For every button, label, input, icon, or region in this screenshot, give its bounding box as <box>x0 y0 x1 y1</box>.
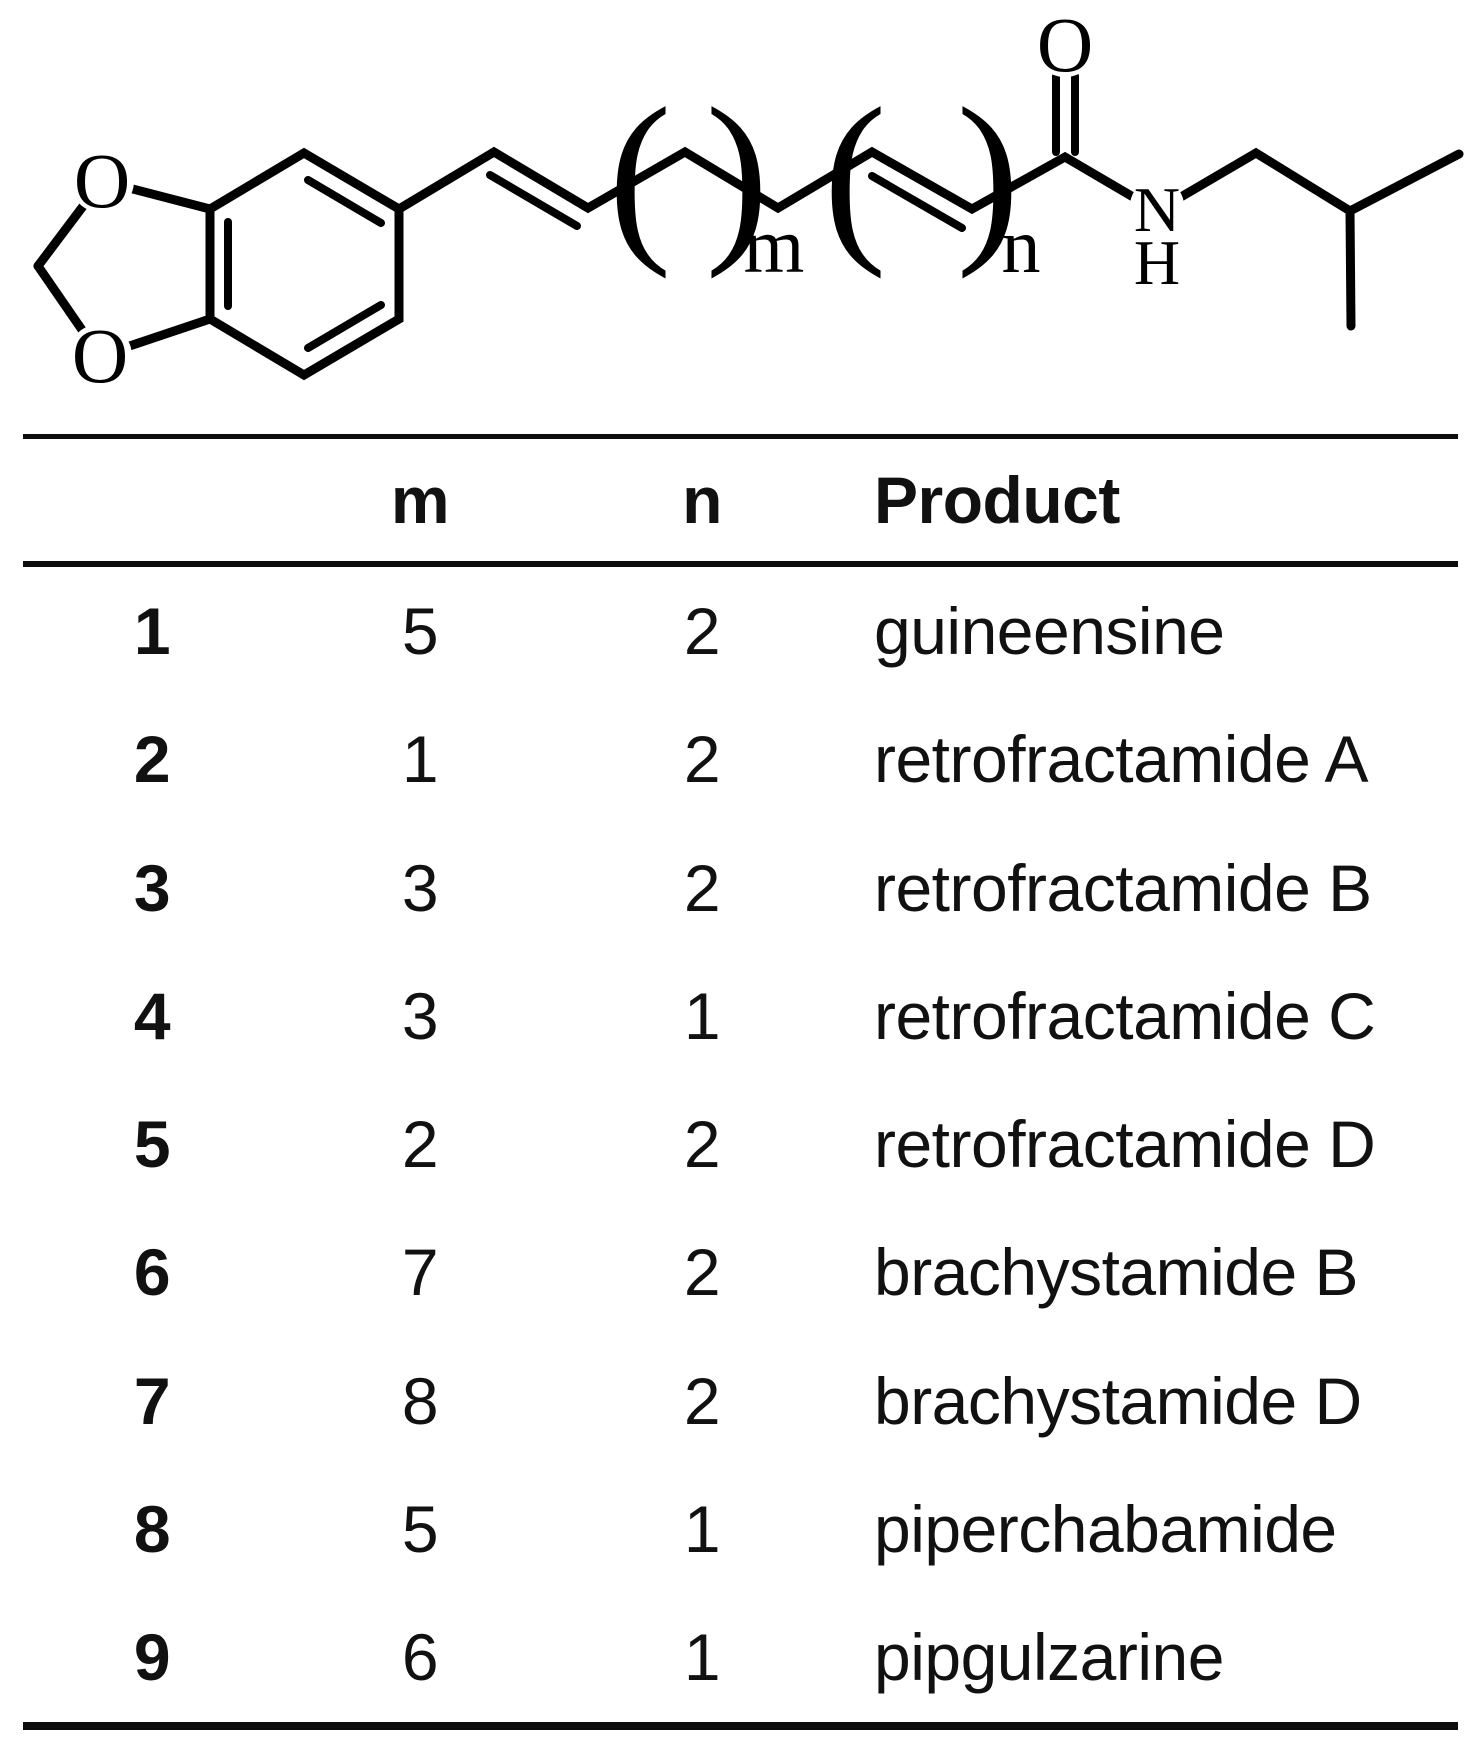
cell-m-value: 3 <box>401 978 439 1053</box>
cell-compound-number: 6 <box>133 1235 171 1310</box>
carbonyl-o-label: O <box>1037 1 1093 88</box>
cell-product-name: retrofractamide C <box>874 978 1376 1053</box>
m-close-paren: ) <box>705 70 768 280</box>
cell-m-value: 2 <box>401 1107 439 1182</box>
cell-product-name: brachystamide B <box>874 1235 1359 1310</box>
m-open-paren: ( <box>608 70 671 280</box>
cell-n-value: 2 <box>683 1235 721 1310</box>
amide-n-label: N <box>1134 174 1180 245</box>
cell-m-value: 5 <box>401 1492 439 1567</box>
cell-compound-number: 8 <box>133 1492 171 1567</box>
amide-h-label: H <box>1134 227 1180 298</box>
table-row: 4 3 1 retrofractamide C <box>0 952 1483 1080</box>
n-close-paren: ) <box>956 70 1019 280</box>
o-top-label: O <box>74 137 130 224</box>
cell-n-value: 2 <box>683 722 721 797</box>
cell-n-value: 2 <box>683 594 721 668</box>
cell-n-value: 1 <box>683 1620 721 1695</box>
cell-m-value: 1 <box>401 722 439 797</box>
cell-product-name: piperchabamide <box>874 1492 1337 1567</box>
n-subscript: n <box>1002 202 1041 289</box>
header-compound <box>92 439 212 561</box>
table-row: 9 6 1 pipgulzarine <box>0 1593 1483 1721</box>
cell-m-value: 7 <box>401 1235 439 1310</box>
table-header-row: m n Product <box>0 439 1483 561</box>
cell-compound-number: 4 <box>133 978 171 1053</box>
table-top-rule <box>23 434 1458 439</box>
cell-m-value: 3 <box>401 850 439 925</box>
cell-compound-number: 9 <box>133 1620 171 1695</box>
benzene-ring <box>205 147 404 381</box>
table-row: 8 5 1 piperchabamide <box>0 1465 1483 1593</box>
cell-m-value: 6 <box>401 1620 439 1695</box>
cell-compound-number: 2 <box>133 722 171 797</box>
carbonyl-double-bond <box>1052 72 1079 156</box>
chain-bonds <box>394 146 1162 232</box>
table-header-rule <box>23 561 1458 567</box>
o-top-mask <box>70 149 134 213</box>
table-bottom-rule <box>23 1722 1458 1730</box>
header-product: Product <box>874 463 1120 537</box>
header-m: m <box>390 463 450 537</box>
header-n: n <box>682 463 722 537</box>
table-row: 3 3 2 retrofractamide B <box>0 824 1483 952</box>
table-row: 2 1 2 retrofractamide A <box>0 695 1483 823</box>
cell-compound-number: 3 <box>133 850 171 925</box>
o-bottom-label: O <box>72 312 128 399</box>
m-subscript: m <box>744 202 805 289</box>
cell-product-name: retrofractamide B <box>874 850 1372 925</box>
table-row: 6 7 2 brachystamide B <box>0 1208 1483 1336</box>
table-row: 1 5 2 guineensine <box>0 567 1483 695</box>
n-open-paren: ( <box>823 70 886 280</box>
cell-product-name: pipgulzarine <box>874 1620 1224 1695</box>
cell-n-value: 1 <box>683 978 721 1053</box>
cell-product-name: brachystamide D <box>874 1363 1362 1438</box>
cell-n-value: 2 <box>683 1363 721 1438</box>
chemical-structure-svg: ( ) m ( ) n O O O N H <box>33 1 1464 399</box>
table-row: 5 2 2 retrofractamide D <box>0 1080 1483 1208</box>
chemical-structure-figure: ( ) m ( ) n O O O N H <box>0 0 1483 420</box>
cell-product-name: retrofractamide D <box>874 1107 1376 1182</box>
isobutyl-bonds <box>1152 147 1464 331</box>
cell-m-value: 8 <box>401 1363 439 1438</box>
table-body: 1 5 2 guineensine 2 1 2 retrofractamide A 3 3 2 ret… <box>0 567 1483 1722</box>
n-mask <box>1130 179 1184 233</box>
cell-m-value: 5 <box>401 594 439 668</box>
carbonyl-o-mask <box>1033 13 1097 77</box>
cell-product-name: guineensine <box>874 594 1225 668</box>
cell-n-value: 2 <box>683 1107 721 1182</box>
cell-product-name: retrofractamide A <box>874 722 1369 797</box>
table-row: 7 8 2 brachystamide D <box>0 1337 1483 1465</box>
cell-compound-number: 1 <box>133 594 171 668</box>
cell-n-value: 1 <box>683 1492 721 1567</box>
cell-n-value: 2 <box>683 850 721 925</box>
cell-compound-number: 5 <box>133 1107 171 1182</box>
o-bottom-mask <box>68 324 132 388</box>
cell-compound-number: 7 <box>133 1363 171 1438</box>
